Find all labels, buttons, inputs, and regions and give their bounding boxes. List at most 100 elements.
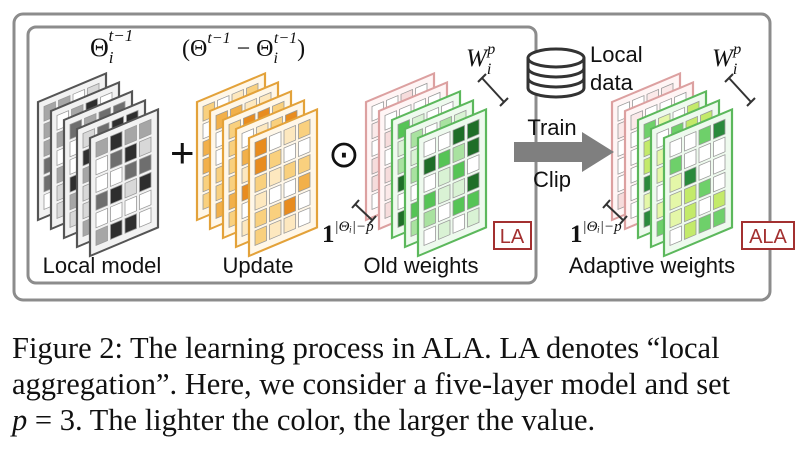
grid-cell <box>698 142 711 164</box>
grid-cell <box>269 183 282 205</box>
grid-cell <box>684 148 697 170</box>
grid-cell <box>684 219 697 240</box>
grid-cell <box>452 142 465 164</box>
grid-cell <box>698 160 711 181</box>
grid-cell <box>124 177 137 199</box>
grid-cell <box>254 137 267 158</box>
grid-cell <box>110 183 123 205</box>
theta-label: Θit−1 <box>90 26 133 67</box>
grid-cell <box>95 225 108 247</box>
la-badge: LA <box>500 226 525 248</box>
grid-cell <box>254 207 267 229</box>
grid-cell <box>95 154 108 176</box>
grid-cell <box>95 190 108 211</box>
database-icon <box>526 47 586 99</box>
grid-cell <box>283 195 296 217</box>
grid-cell <box>269 219 282 240</box>
grid-cell <box>452 213 465 234</box>
w-label-right: Wip <box>712 41 741 78</box>
ones-bracket-left-cap-b <box>368 215 377 225</box>
w-bracket-right-cap-a <box>724 73 734 83</box>
grid-cell <box>452 177 465 199</box>
train-label: Train <box>527 115 576 140</box>
grid-cell <box>283 142 296 164</box>
grid-cell <box>254 154 267 176</box>
grid-cell <box>423 137 436 158</box>
grid-cell <box>269 148 282 170</box>
ones-label-left: 1|Θᵢ|−p <box>322 219 374 248</box>
grid-cell <box>438 148 451 170</box>
grid-cell <box>467 171 480 193</box>
grid-cell <box>684 183 697 205</box>
grid-cell <box>713 189 726 211</box>
w-label-left: Wip <box>466 41 495 78</box>
caption-line-2: aggregation”. Here, we consider a five-l… <box>12 367 731 401</box>
grid-cell <box>110 148 123 170</box>
ala-badge-box <box>741 221 795 250</box>
ones-bracket-right-cap-a <box>602 199 611 209</box>
ones-bracket-left <box>354 203 373 221</box>
w-bracket-left-cap-a <box>477 73 487 83</box>
grid-cell <box>684 130 697 152</box>
update-label: Update <box>223 253 294 278</box>
grid-cell <box>713 118 726 140</box>
weight-grid-layer <box>662 107 734 258</box>
w-bracket-right <box>728 77 752 103</box>
grid-cell <box>684 201 697 223</box>
grid-cell <box>669 137 682 158</box>
grid-cell <box>124 160 137 181</box>
ones-bracket-right <box>605 203 624 221</box>
grid-cell <box>269 166 282 187</box>
grid-cell <box>467 154 480 175</box>
grid-cell <box>669 225 682 247</box>
grid-cell <box>269 201 282 223</box>
la-badge-box <box>493 221 532 250</box>
figure-caption: Figure 2: The learning process in ALA. L… <box>12 330 802 438</box>
grid-cell <box>110 201 123 223</box>
grid-cell <box>283 213 296 234</box>
grid-cell <box>254 190 267 211</box>
grid-cell <box>452 160 465 181</box>
w-bracket-right-cap-b <box>746 97 756 107</box>
train-clip-arrow <box>514 132 614 172</box>
grid-cell <box>283 177 296 199</box>
grid-cell <box>139 118 152 140</box>
grid-cell <box>124 124 137 146</box>
grid-cell <box>423 190 436 211</box>
ones-bracket-right-cap-b <box>619 215 628 225</box>
ala-figure: + ⊙ Θit−1 (Θt−1 − Θit−1) Wip 1|Θᵢ|−p LA … <box>12 12 795 302</box>
grid-cell <box>467 118 480 140</box>
grid-cell <box>298 118 311 140</box>
grid-cell <box>298 207 311 228</box>
old-weights-label: Old weights <box>364 253 479 278</box>
caption-line-3-rest: = 3. The lighter the color, the larger t… <box>27 403 596 437</box>
grid-cell <box>139 154 152 175</box>
grid-cell <box>438 219 451 240</box>
grid-cell <box>139 189 152 211</box>
outer-frame <box>12 12 772 302</box>
grid-cell <box>438 201 451 223</box>
caption-line-1: Figure 2: The learning process in ALA. L… <box>12 331 720 365</box>
grid-cell <box>713 136 726 158</box>
caption-line-3: p = 3. The lighter the color, the larger… <box>12 402 802 438</box>
w-bracket-left <box>481 77 505 103</box>
grid-cell <box>95 172 108 194</box>
grid-cell <box>713 154 726 175</box>
grid-cell <box>669 172 682 194</box>
grid-cell <box>467 189 480 211</box>
ala-badge: ALA <box>749 226 787 248</box>
w-bracket-left-cap-b <box>499 97 509 107</box>
adaptive-weights-label: Adaptive weights <box>569 253 735 278</box>
ones-label-right: 1|Θᵢ|−p <box>570 219 622 248</box>
grid-cell <box>698 124 711 146</box>
grid-cell <box>139 207 152 228</box>
grid-cell <box>423 225 436 247</box>
plus-symbol: + <box>170 129 195 176</box>
grid-cell <box>283 160 296 181</box>
grid-cell <box>713 171 726 193</box>
grid-cell <box>298 189 311 211</box>
grid-cell <box>110 166 123 187</box>
grid-cell <box>124 195 137 217</box>
grid-cell <box>124 213 137 234</box>
hadamard-symbol: ⊙ <box>328 132 360 176</box>
